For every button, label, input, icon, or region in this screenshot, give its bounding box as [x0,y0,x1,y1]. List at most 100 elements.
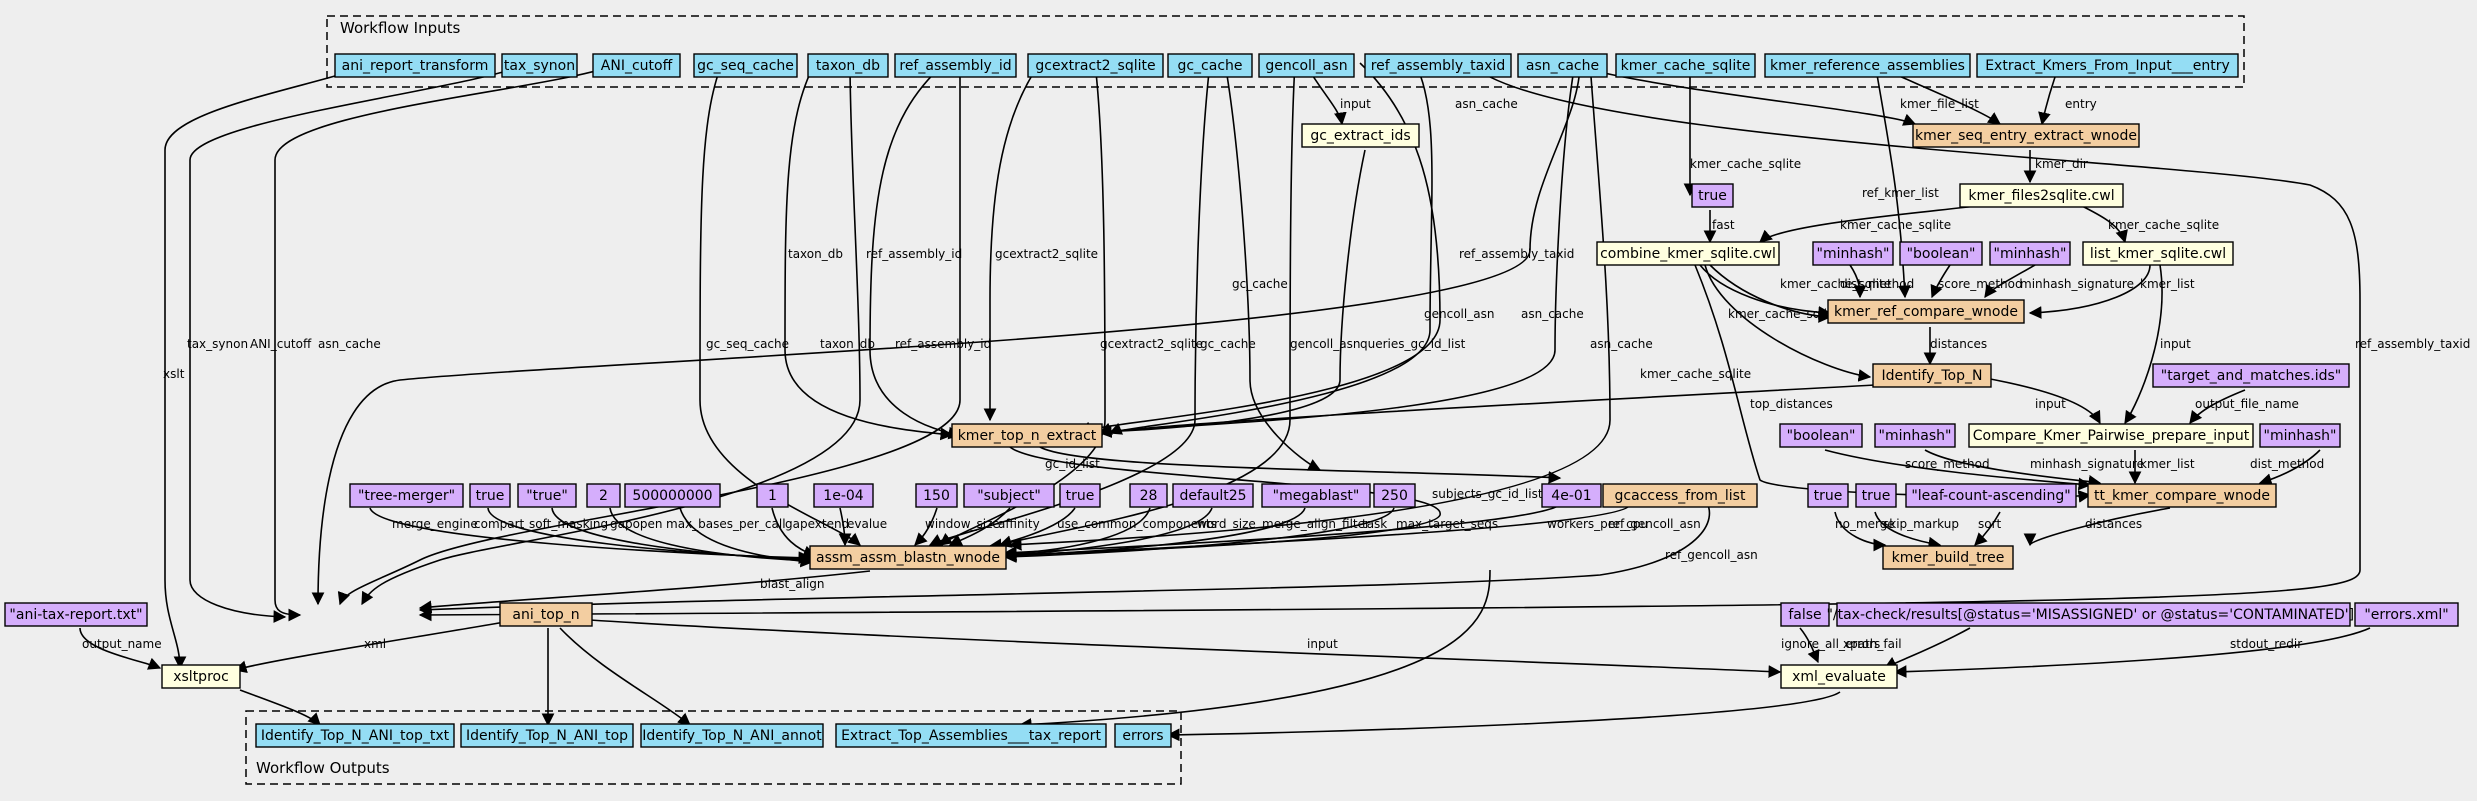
edge-label: kmer_cache_sqlite [1840,218,1951,232]
edge-label: distances [2085,517,2142,531]
edge-gcextract2-blastn [938,62,1106,546]
node-d-false: false [1780,602,1830,627]
edge-label: kmer_cache_sqlite [1640,367,1751,381]
edge-label: kmer_cache_sqlite [1780,277,1891,291]
edge-label: input [2160,337,2191,351]
edge-label: ignore_all_errors [1781,637,1880,651]
edge-eval-tax-report [1018,569,1491,731]
edge-label: evalue [847,517,887,531]
node-box [963,483,1055,508]
edge-ref-assembly-id-topn [869,62,962,440]
edge-minhash3-tt [1924,449,2102,488]
edge-label: word_size [1197,517,1256,531]
edge-28-blastn [1003,507,1151,560]
node-label: gcaccess_from_list [1615,488,1746,504]
edge-minhash4-tt [2258,449,2321,486]
node-label: "minhash" [1817,246,1890,262]
node-box [1812,241,1894,266]
node-d-150: 150 [915,483,958,508]
node-out-top: Identify_Top_N_ANI_top [460,723,634,748]
edge-asn-cache-topn [1098,62,1576,435]
node-label: kmer_reference_assemblies [1770,58,1965,74]
edge-label: fast [1712,218,1735,232]
node-box [809,545,1007,570]
node-gc-cache: gc_cache [1167,53,1253,78]
edge-label: taxon_db [788,247,843,261]
edge-label: ref_assembly_taxid [1459,247,1574,261]
node-box [2082,241,2234,266]
node-list-kmer-sqlite: list_kmer_sqlite.cwl [2082,241,2234,266]
node-box [2259,423,2341,448]
node-d-ani-report-txt: "ani-tax-report.txt" [4,602,148,627]
node-out-tax-report: Extract_Top_Assemblies___tax_report [835,723,1107,748]
node-label: default25 [1179,488,1246,504]
edge-gencoll-ani [418,499,1711,616]
edge-gencoll-blastn [998,62,1296,548]
node-d-1: 1 [756,483,789,508]
node-tt-kmer-compare-wnode: tt_kmer_compare_wnode [2087,483,2277,508]
edge-evalue-blastn [838,507,852,547]
node-label: list_kmer_sqlite.cwl [2090,246,2226,262]
edge-label: entry [2065,97,2097,111]
node-taxon-db: taxon_db [807,53,889,78]
node-box [1764,53,1971,78]
edge-minhash1-compare [1849,264,1867,299]
node-label: 28 [1140,488,1158,504]
node-ref-assembly-id: ref_assembly_id [894,53,1017,78]
node-box [1261,483,1371,508]
edge-label: workers_per_cpu [1547,517,1648,531]
node-out-errors: errors [1114,723,1172,748]
node-box [1959,183,2124,208]
edge-label: sort [1978,517,2002,531]
edge-asn-cache-ani [311,62,1581,606]
edge-label: merge_align_filter [1262,517,1370,531]
node-label: 1e-04 [823,488,863,504]
node-d-leaf-count: "leaf-count-ascending" [1905,483,2077,508]
node-box [1872,363,1992,388]
edge-label: score_method [1938,277,2023,291]
edge-leaf-build [1974,511,2001,546]
node-label: 250 [1381,488,1408,504]
node-box [1301,123,1420,148]
node-box [2354,602,2459,627]
edge-label: xslt [163,367,185,381]
edge-label: gapextend [785,517,849,531]
node-tax-synon: tax_synon [501,53,578,78]
node-label: "boolean" [1787,428,1856,444]
node-label: kmer_cache_sqlite [1621,58,1751,74]
node-box [1373,483,1416,508]
node-compare-prepare: Compare_Kmer_Pairwise_prepare_input [1968,423,2254,448]
edge-ani-xsltproc [233,621,506,673]
node-label: 150 [923,488,950,504]
edge-label: window_size [925,517,1000,531]
edge-listkmer-compare [2028,264,2151,319]
edge-ref-assembly-id-ani [337,63,961,606]
edge-true-skip-build [1874,511,1942,550]
node-box [1912,123,2140,148]
node-out-top-txt: Identify_Top_N_ANI_top_txt [255,723,455,748]
edge-taxon-db-topn [784,62,954,441]
edge-label: ref_assembly_id [866,247,962,261]
node-box [255,723,455,748]
node-label: Identify_Top_N_ANI_annot [642,728,822,744]
node-label: "true" [526,488,568,504]
node-kmer-seq-entry-extract-wnode: kmer_seq_entry_extract_wnode [1912,123,2140,148]
edge-target-prepare [2189,389,2246,425]
node-box [1027,53,1164,78]
edge-label: dist_method [2250,457,2324,471]
edge-ani-report-transform-xsltproc [164,62,379,670]
edge-label: kmer_file_list [1900,97,1979,111]
node-box [1905,483,2077,508]
node-box [501,53,578,78]
node-d-minhash1: "minhash" [1812,241,1894,266]
node-ani-report-transform: ani_report_transform [334,53,496,78]
edge-label: input [1307,637,1338,651]
edge-megablast-blastn [1003,507,1306,562]
edge-label: no_merge [1835,517,1895,531]
edge-label: taxon_db [820,337,875,351]
node-label: kmer_top_n_extract [958,428,1097,444]
edge-ani-cutoff-ani [274,62,621,622]
edge-gc-cache-gcaccess [1224,62,1322,471]
edge-combine-identify [1704,264,1872,382]
edge-ani-xml-eval [589,619,1782,678]
